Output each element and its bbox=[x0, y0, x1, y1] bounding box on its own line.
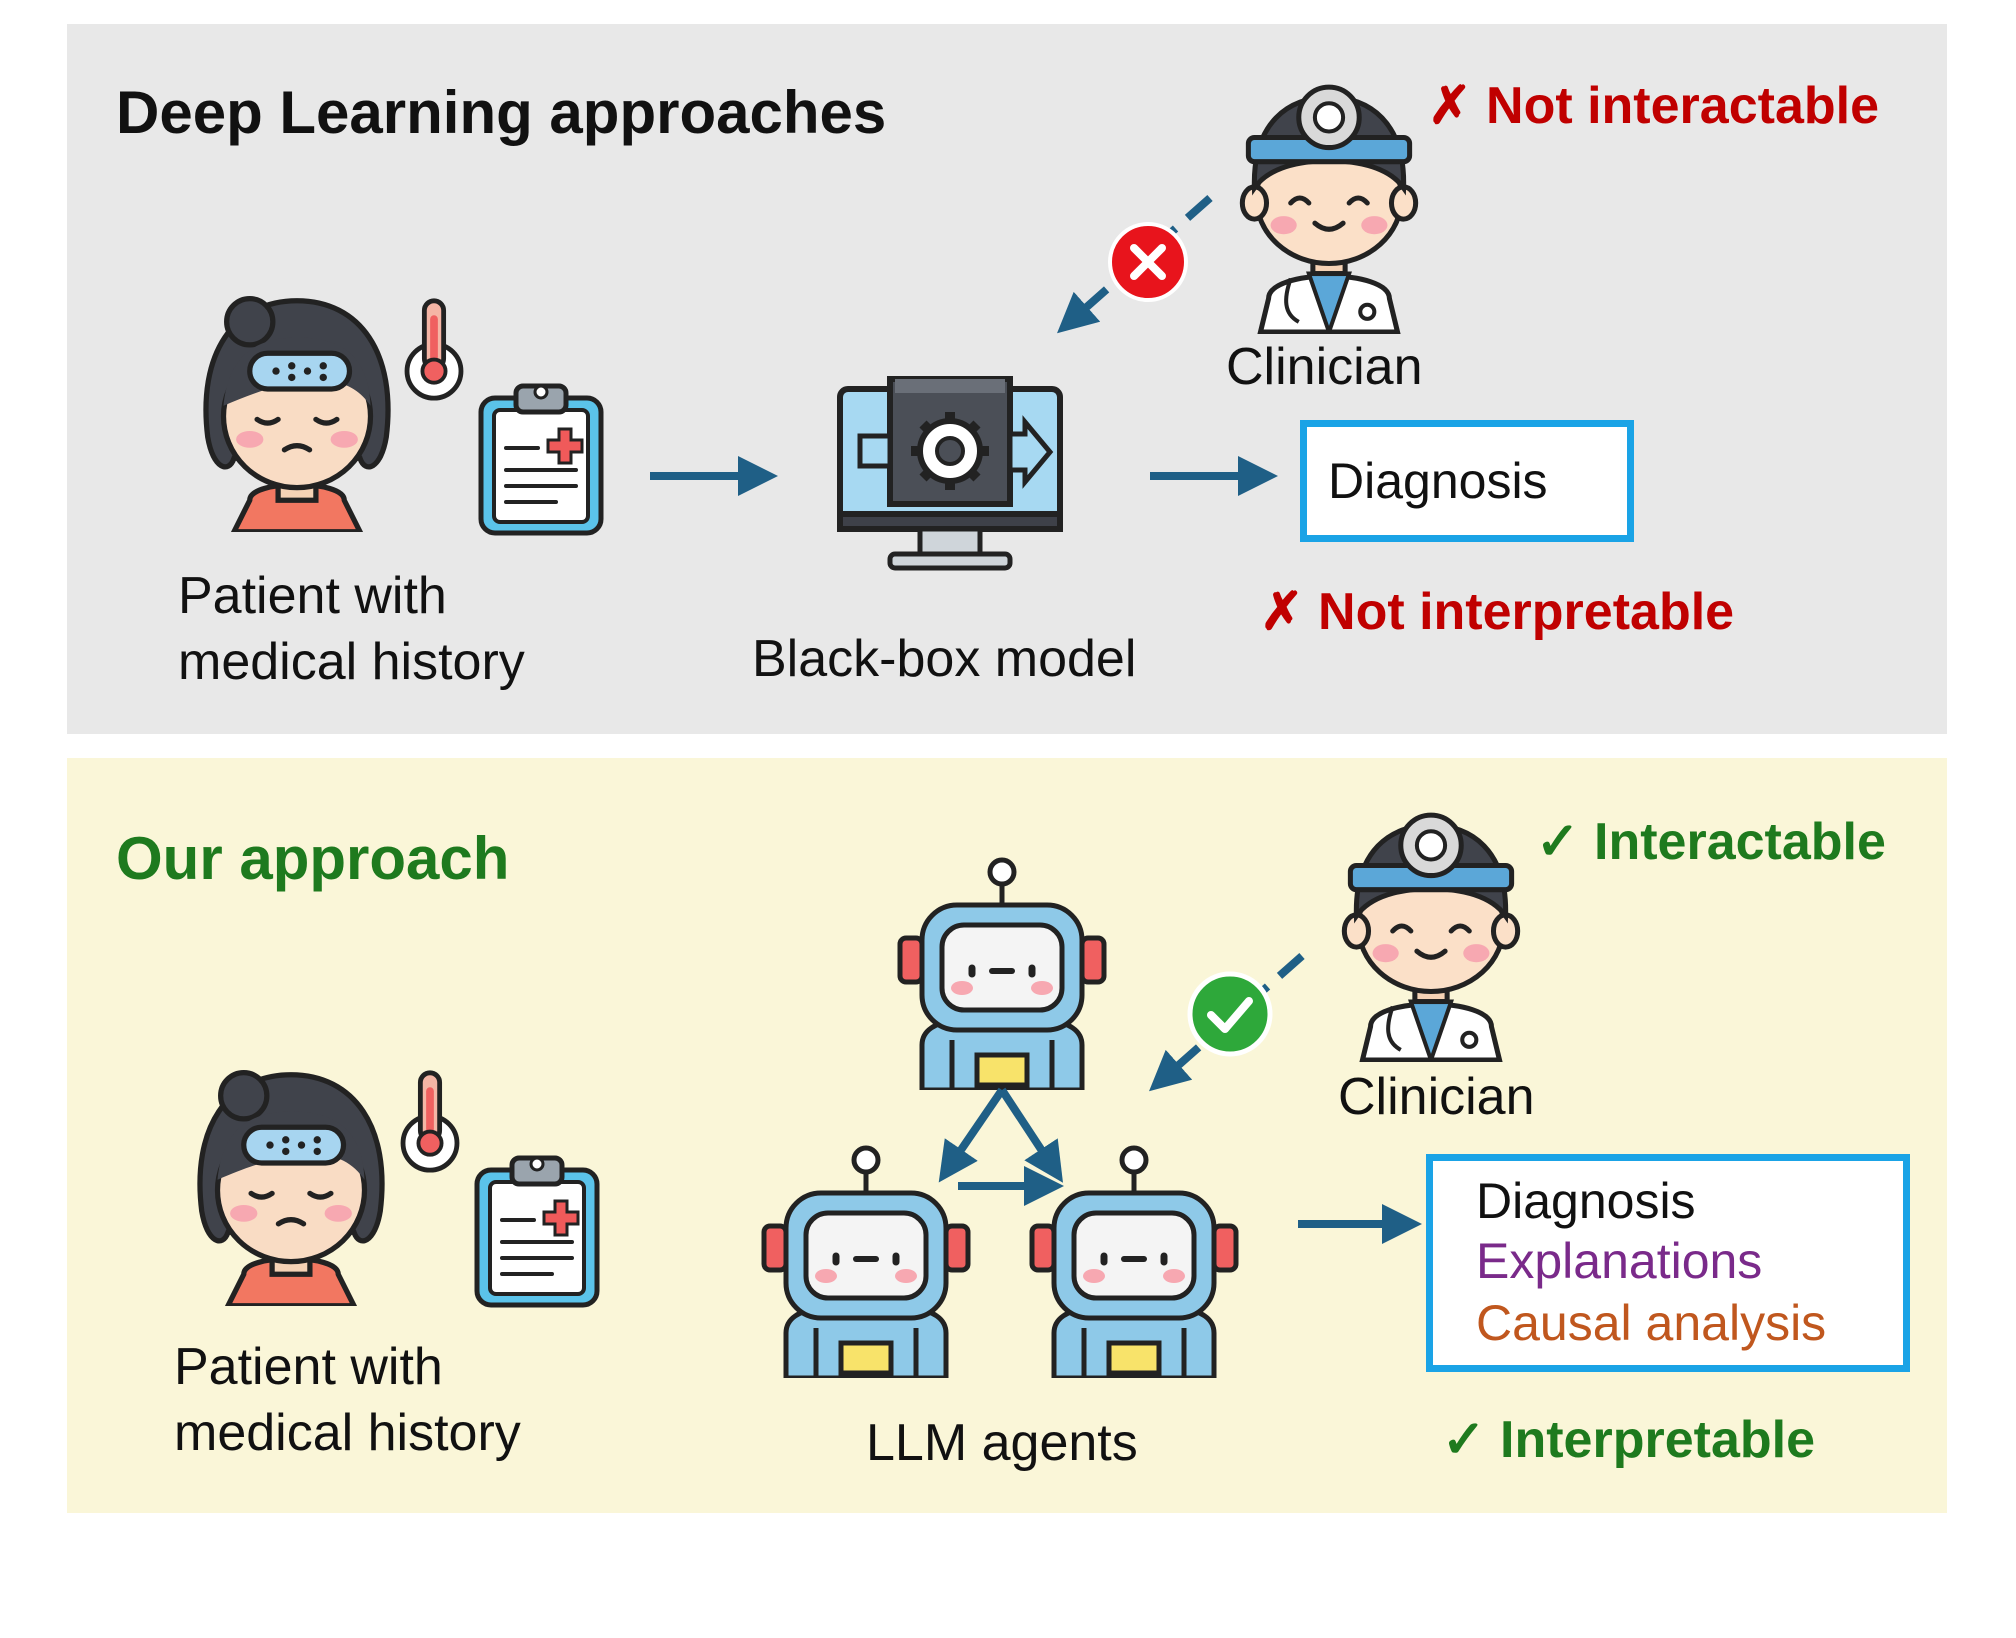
patient-label-line1: Patient with bbox=[178, 567, 447, 625]
x-mark-icon bbox=[1108, 222, 1188, 302]
our-approach-heading: Our approach bbox=[116, 825, 510, 892]
clinician-label: Clinician bbox=[1226, 338, 1423, 396]
deep-learning-heading: Deep Learning approaches bbox=[116, 79, 887, 146]
diagnosis-output-box bbox=[1300, 420, 1634, 542]
black-box-model-label: Black-box model bbox=[752, 630, 1137, 688]
llm-agents-label: LLM agents bbox=[866, 1414, 1138, 1472]
patient-label-line2: medical history bbox=[174, 1404, 521, 1462]
arrow-agent-top-to-right bbox=[998, 1087, 1063, 1183]
patient-label-line1: Patient with bbox=[174, 1338, 443, 1396]
explanations-text: Explanations bbox=[1476, 1233, 1763, 1289]
diagnosis-text: Diagnosis bbox=[1328, 453, 1548, 509]
interpretable-status: ✓ Interpretable bbox=[1442, 1411, 1815, 1469]
check-mark-icon bbox=[1187, 971, 1273, 1057]
not-interactable-status: ✗ Not interactable bbox=[1428, 77, 1879, 135]
not-interpretable-status: ✗ Not interpretable bbox=[1260, 583, 1735, 641]
explained-output-box bbox=[1426, 1154, 1910, 1372]
diagnosis-text: Diagnosis bbox=[1476, 1173, 1696, 1229]
patient-label-line2: medical history bbox=[178, 633, 525, 691]
arrow-agent-top-to-left bbox=[938, 1087, 1006, 1183]
clinician-label: Clinician bbox=[1338, 1068, 1535, 1126]
doctor-icon bbox=[1330, 800, 1532, 1062]
interactable-status: ✓ Interactable bbox=[1536, 813, 1886, 871]
causal-analysis-text: Causal analysis bbox=[1476, 1295, 1827, 1351]
